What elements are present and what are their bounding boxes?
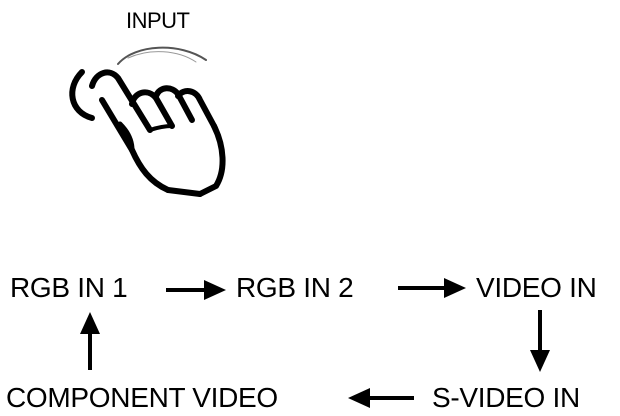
arrow-up xyxy=(80,312,100,370)
input-button-label: INPUT xyxy=(126,8,190,33)
arrow-right-2 xyxy=(398,278,466,298)
hand-pressing-button-icon xyxy=(69,46,226,197)
source-label-component-video: COMPONENT VIDEO xyxy=(6,382,278,413)
source-label-video-in: VIDEO IN xyxy=(476,272,597,303)
cycle-arrows xyxy=(80,278,550,408)
arrow-right-1 xyxy=(166,280,226,300)
source-label-rgb-in-2: RGB IN 2 xyxy=(236,272,354,303)
arrow-down xyxy=(530,310,550,372)
source-label-rgb-in-1: RGB IN 1 xyxy=(10,272,128,303)
arrow-left xyxy=(348,388,414,408)
source-label-s-video-in: S-VIDEO IN xyxy=(432,382,580,413)
